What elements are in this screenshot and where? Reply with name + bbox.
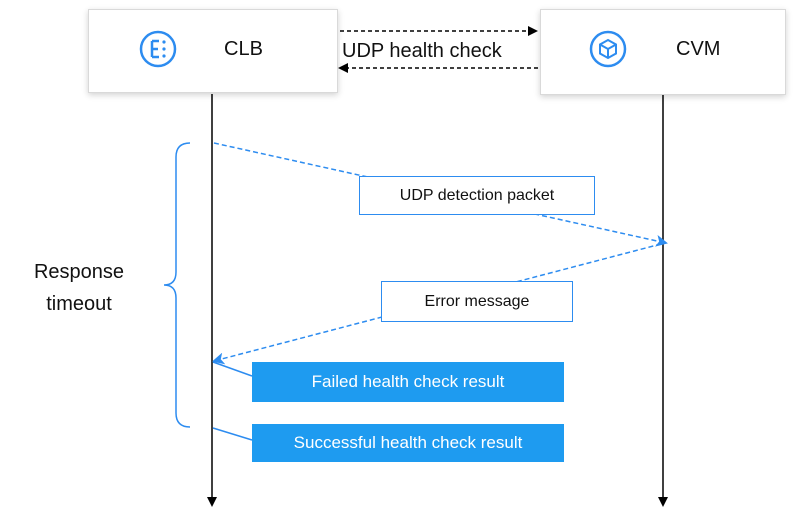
error-message-box: Error message xyxy=(381,281,573,322)
timeout-label-line2: timeout xyxy=(46,293,112,315)
successful-result-connector xyxy=(212,427,253,441)
successful-result-box: Successful health check result xyxy=(252,424,564,462)
failed-result-box: Failed health check result xyxy=(252,362,564,402)
detection-packet-arrow xyxy=(213,142,668,247)
timeout-label-line1: Response xyxy=(33,261,125,283)
cvm-label: CVM xyxy=(676,38,721,60)
failed-result-connector xyxy=(212,361,253,377)
timeout-label: Response timeout xyxy=(24,256,134,320)
clb-label: CLB xyxy=(224,38,263,60)
error-message-arrow xyxy=(212,243,662,365)
timeout-brace xyxy=(163,142,191,428)
cvm-node xyxy=(540,9,786,95)
detection-packet-box: UDP detection packet xyxy=(359,176,595,215)
health-check-label: UDP health check xyxy=(340,40,504,63)
clb-node xyxy=(88,9,338,93)
